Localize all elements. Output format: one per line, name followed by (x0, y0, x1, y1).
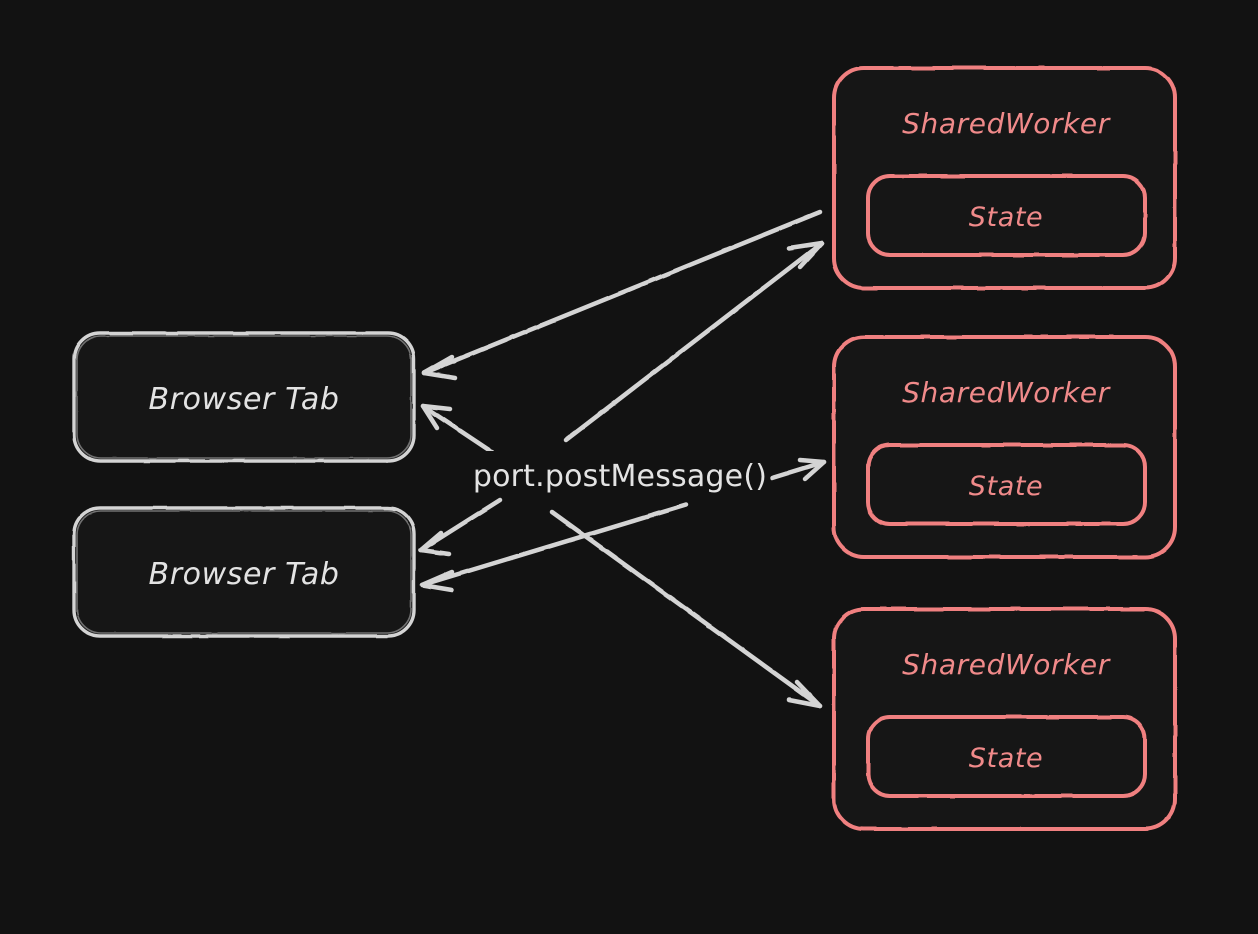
edge-label-backdrop (470, 451, 768, 497)
edge-sw1-to-tab1 (421, 209, 823, 381)
shared-worker-3[interactable]: SharedWorker State (832, 607, 1177, 831)
browser-tab-2-outline (72, 506, 416, 638)
shared-worker-3-state-outline (866, 715, 1147, 798)
browser-tab-nodes: Browser Tab Browser Tab (72, 331, 416, 638)
browser-tab-2[interactable]: Browser Tab (72, 506, 416, 638)
shared-worker-1-label: SharedWorker (902, 107, 1111, 140)
shared-worker-1[interactable]: SharedWorker State (832, 66, 1177, 290)
shared-worker-nodes: SharedWorker State SharedWorker State Sh… (832, 66, 1177, 831)
shared-worker-3-state-label: State (969, 743, 1043, 774)
edge-hub-to-tab2 (418, 497, 503, 557)
browser-tab-1-label: Browser Tab (149, 382, 340, 417)
shared-worker-3-label: SharedWorker (902, 648, 1111, 681)
shared-worker-2[interactable]: SharedWorker State (832, 335, 1177, 559)
shared-worker-1-state-label: State (969, 202, 1043, 233)
browser-tab-1-outline-echo (76, 335, 412, 459)
edge-hub-to-sw1 (563, 240, 825, 443)
edge-label-group: port.postMessage() (470, 451, 768, 497)
shared-worker-2-label: SharedWorker (902, 376, 1111, 409)
edge-label-port-postmessage: port.postMessage() (473, 459, 767, 494)
edge-hub-to-sw2 (769, 457, 827, 482)
shared-worker-2-state-label: State (969, 471, 1043, 502)
edge-layer (418, 209, 827, 709)
edge-hub-to-sw3 (549, 509, 823, 709)
shared-worker-1-state-outline (866, 174, 1147, 257)
browser-tab-2-outline-echo (76, 510, 412, 634)
shared-worker-2-state-outline (866, 443, 1147, 526)
browser-tab-1-outline (72, 331, 416, 463)
edge-hub-to-tab1 (420, 403, 495, 455)
browser-tab-2-label: Browser Tab (149, 557, 340, 592)
browser-tab-1[interactable]: Browser Tab (72, 331, 416, 463)
edge-sw3-to-tab2 (419, 502, 689, 593)
